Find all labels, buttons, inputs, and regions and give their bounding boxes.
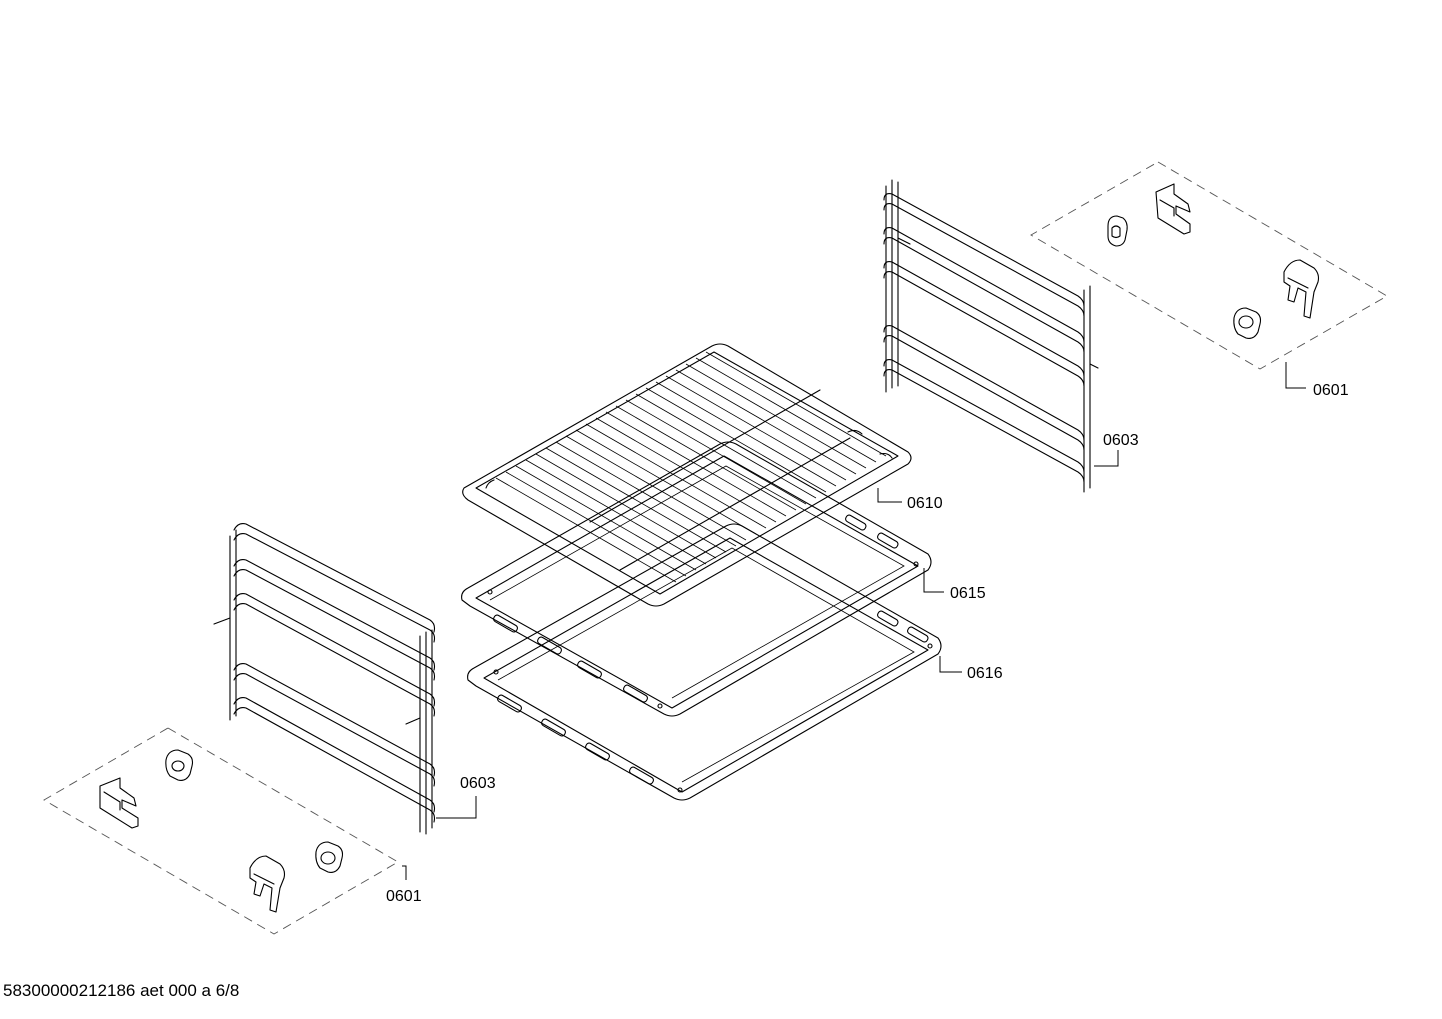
fixing-clip-right-upper bbox=[1155, 183, 1191, 235]
grid-shelf-wires bbox=[495, 351, 887, 583]
fixings-group-left bbox=[43, 727, 399, 935]
document-code: 58300000212186 aet 000 a 6/8 bbox=[3, 981, 240, 1000]
fixing-clip-left-upper bbox=[99, 777, 139, 829]
baking-tray-upper bbox=[461, 441, 932, 717]
fixing-bracket-right-lower bbox=[1283, 259, 1320, 319]
callout-grid-shelf: 0610 bbox=[907, 495, 943, 512]
callout-rail-right: 0603 bbox=[1103, 432, 1139, 449]
side-rail-left bbox=[213, 523, 436, 835]
fixings-group-right bbox=[1030, 161, 1388, 370]
callout-fixings-right: 0601 bbox=[1313, 382, 1349, 399]
callout-tray-upper: 0615 bbox=[950, 585, 986, 602]
tray-lower-slots bbox=[497, 610, 929, 785]
fixing-bracket-left-lower bbox=[249, 855, 286, 913]
fixing-knob-left-lower bbox=[315, 841, 344, 873]
tray-upper-slots bbox=[493, 514, 899, 703]
callout-tray-lower: 0616 bbox=[967, 665, 1003, 682]
rail-runners-left bbox=[233, 523, 436, 823]
fixing-knob-left-upper bbox=[165, 749, 194, 781]
rail-runners-right bbox=[883, 193, 1085, 483]
leader-lines bbox=[402, 362, 1306, 880]
baking-tray-lower bbox=[467, 523, 942, 801]
grid-shelf bbox=[462, 343, 912, 607]
side-rail-right bbox=[883, 179, 1099, 493]
fixing-knob-right-upper bbox=[1107, 215, 1128, 247]
callout-fixings-left: 0601 bbox=[386, 888, 422, 905]
fixing-knob-right-lower bbox=[1233, 307, 1262, 339]
callout-rail-left: 0603 bbox=[460, 775, 496, 792]
